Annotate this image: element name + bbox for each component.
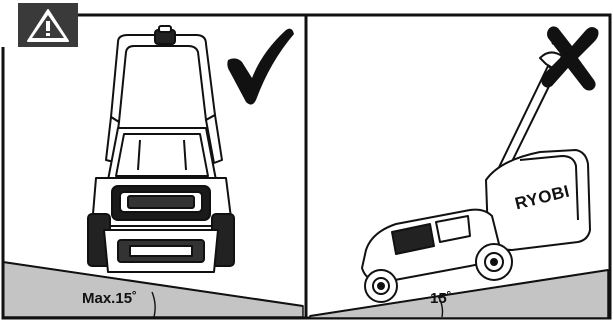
mower-front-view — [88, 26, 234, 272]
right-angle-label: 15˚ — [430, 291, 452, 307]
left-angle-label: Max.15˚ — [82, 291, 137, 307]
left-panel — [3, 26, 303, 317]
check-mark-icon — [227, 29, 294, 105]
warning-badge — [18, 3, 78, 47]
right-panel — [310, 26, 608, 318]
